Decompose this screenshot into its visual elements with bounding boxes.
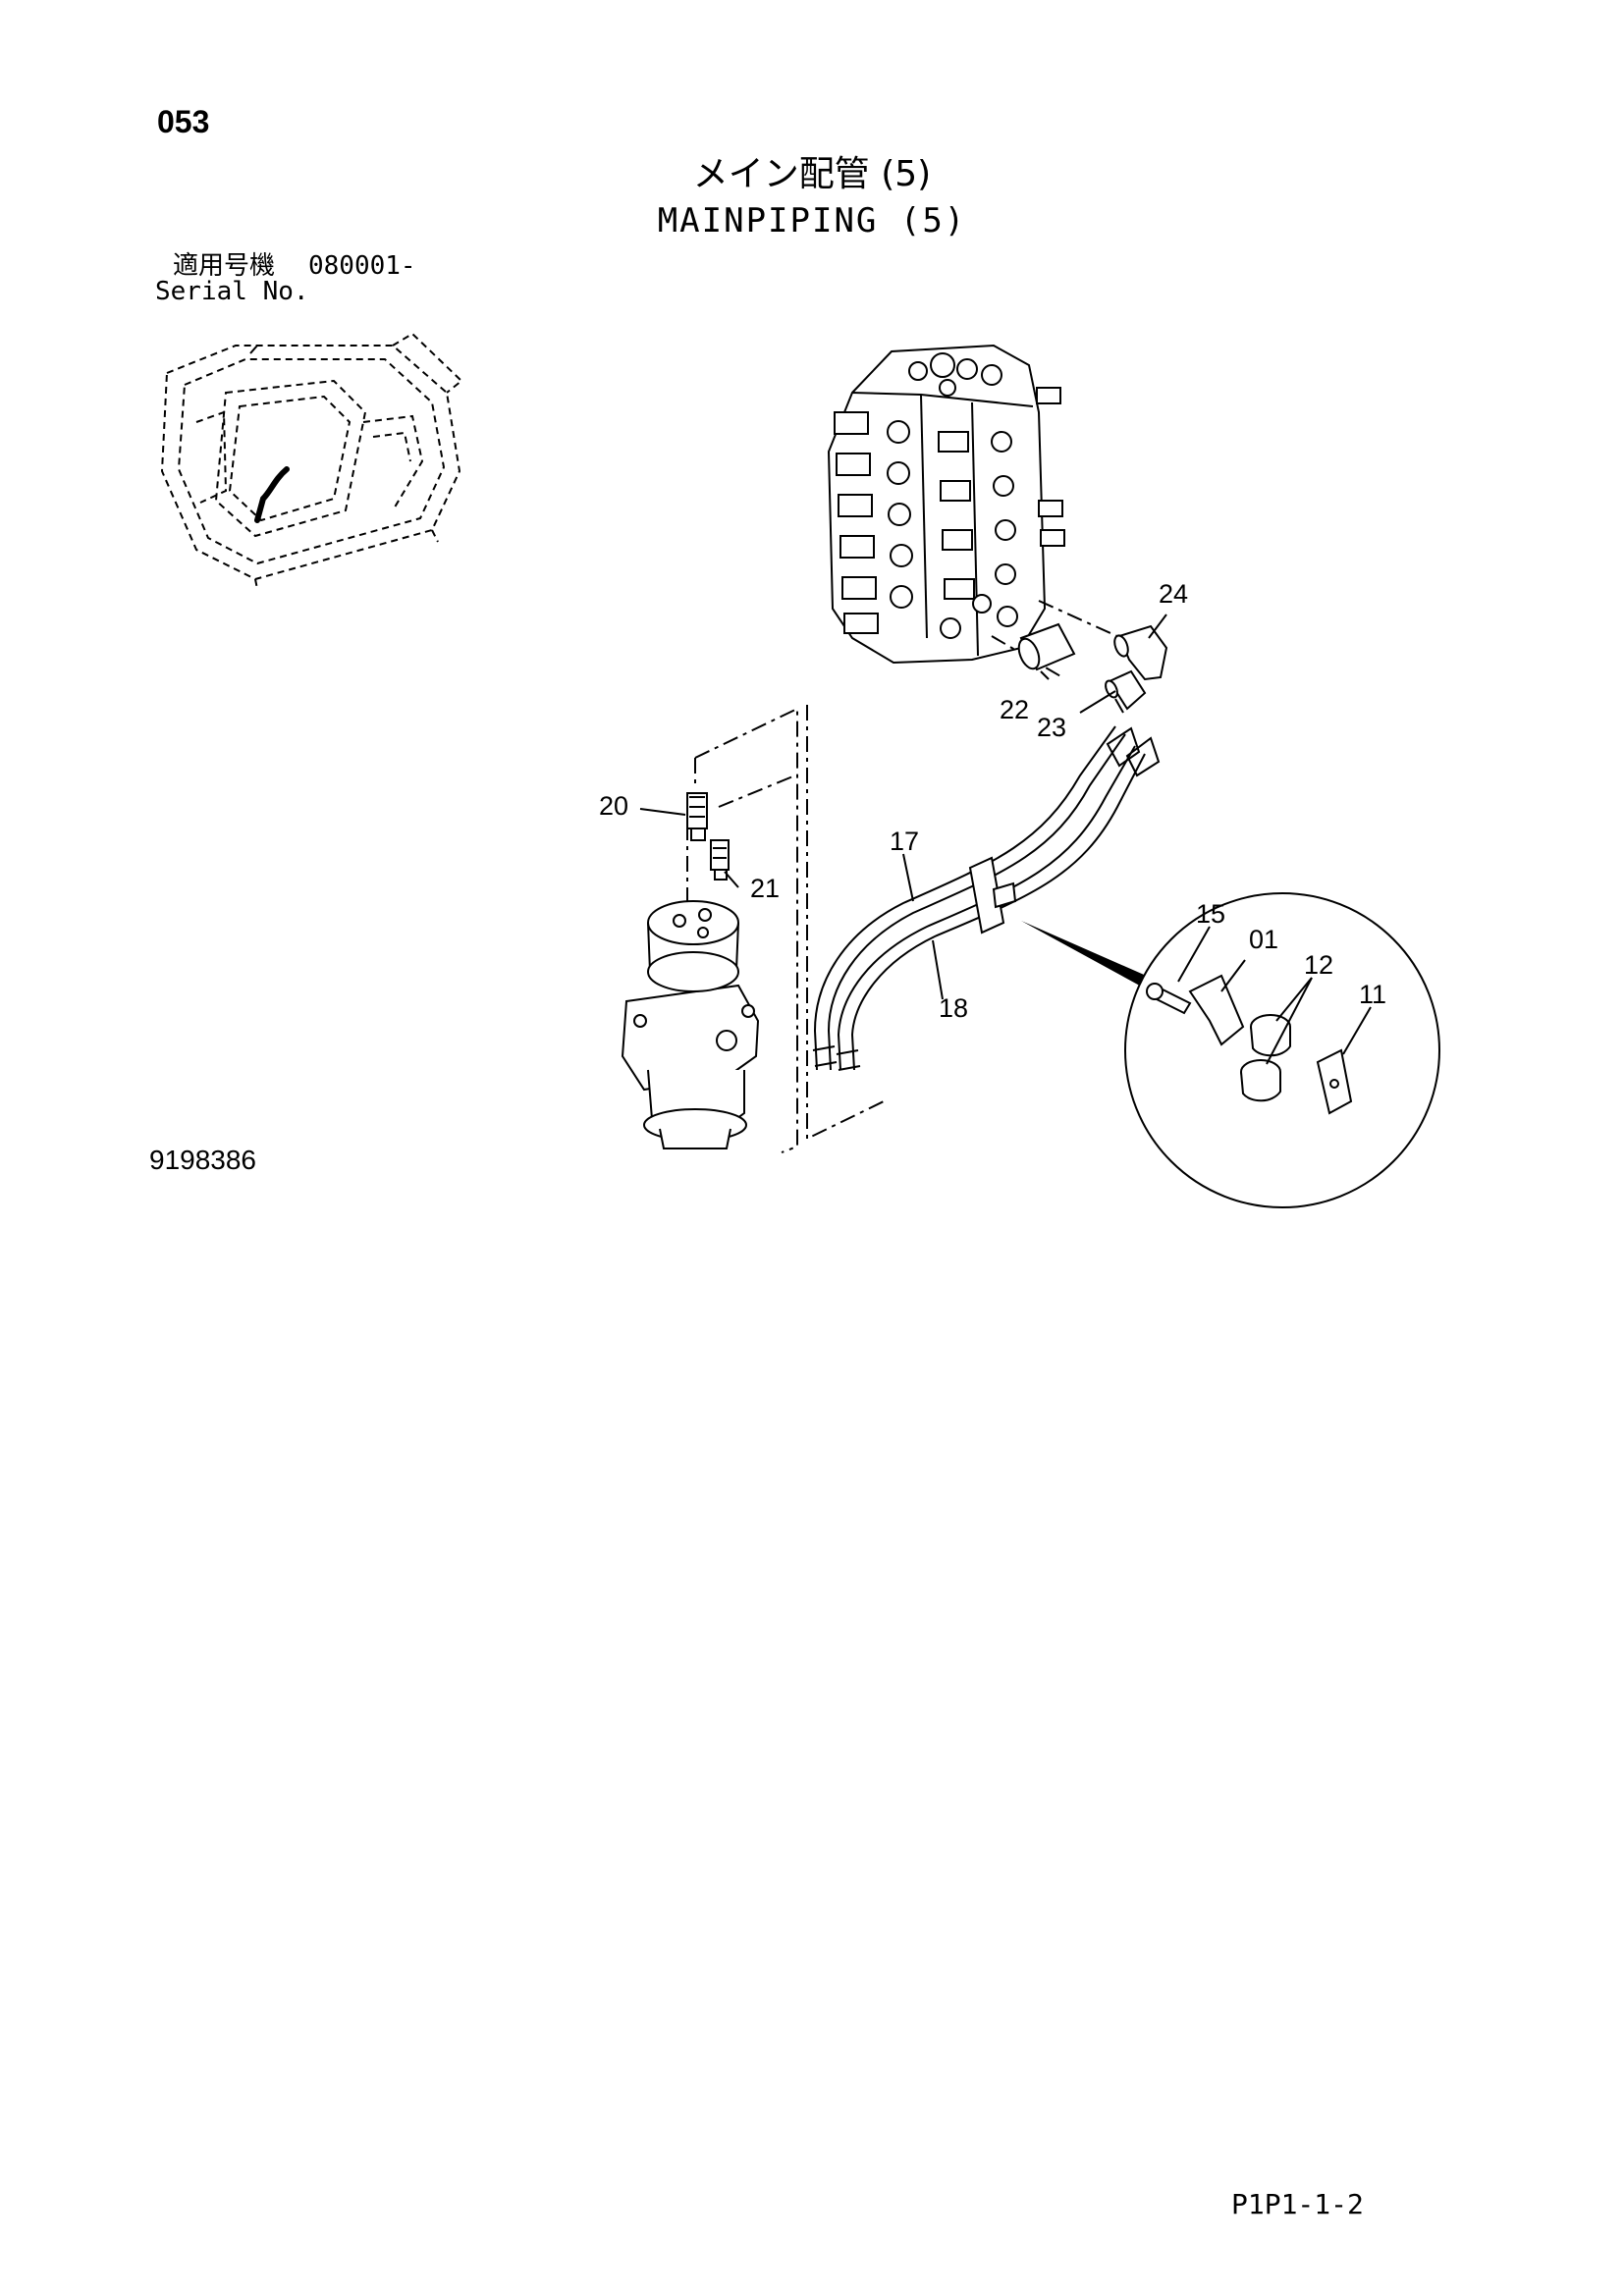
control-valve-assembly	[827, 344, 1065, 665]
callout-12: 12	[1304, 950, 1333, 980]
callout-21: 21	[750, 874, 780, 903]
callout-22: 22	[1000, 695, 1029, 724]
detail-pointer	[1021, 921, 1151, 989]
page-title-english: MAINPIPING (5)	[657, 201, 967, 240]
callout-24: 24	[1159, 579, 1188, 609]
callout-23: 23	[1037, 713, 1066, 742]
swivel-joint	[621, 900, 760, 1149]
clamp-detail-view	[1124, 892, 1440, 1208]
callout-15: 15	[1196, 899, 1225, 929]
hose-clamp	[968, 856, 1017, 934]
callout-01: 01	[1249, 925, 1278, 954]
serial-label-japanese: 適用号機	[173, 251, 276, 281]
swivel-fittings	[686, 792, 730, 881]
page-code: P1P1-1-2	[1231, 2188, 1364, 2220]
drawing-number: 9198386	[149, 1145, 257, 1175]
hose-assemblies	[812, 725, 1161, 1071]
callout-20: 20	[599, 791, 628, 821]
page-title-japanese: メイン配管 (5)	[692, 154, 932, 194]
machine-overview-thumbnail	[160, 332, 463, 590]
serial-label-english: Serial No.	[155, 277, 309, 306]
page-number: 053	[157, 104, 210, 139]
antenna-mark	[249, 345, 258, 354]
callout-17: 17	[890, 827, 919, 856]
callout-18: 18	[939, 993, 968, 1023]
callout-11: 11	[1359, 980, 1386, 1009]
serial-range-value: 080001-	[308, 251, 416, 281]
callout-leader-lines	[639, 614, 1372, 1065]
fitting-parts	[1017, 622, 1168, 714]
highlighted-pipe-location	[254, 466, 290, 523]
